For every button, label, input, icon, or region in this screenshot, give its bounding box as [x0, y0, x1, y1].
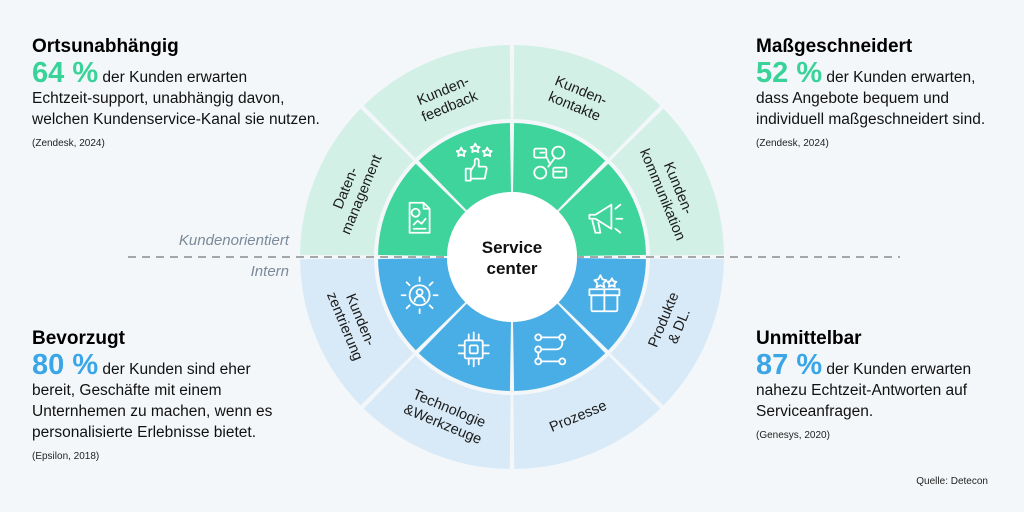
stat-source: (Epsilon, 2018) [32, 451, 100, 462]
stat-text: dass Angebote bequem und individuell maß… [756, 90, 986, 128]
stat-source: (Zendesk, 2024) [756, 138, 829, 149]
outer-segment-kunden-kommunikation [610, 108, 724, 256]
inner-segment-kunden-feedback [418, 123, 511, 211]
stat-title: Maßgeschneidert [756, 36, 913, 57]
chat-bubbles-icon [533, 145, 568, 180]
center-circle [447, 192, 577, 322]
outer-segment-kunden-kontakte [513, 45, 661, 159]
chip-icon [457, 331, 490, 368]
stat-title: Ortsunabhängig [32, 36, 179, 57]
outer-segment-technologie-werkzeuge [363, 355, 511, 469]
inner-segment-daten-management [378, 163, 466, 256]
center-label-line2: center [486, 259, 537, 278]
stat-source: (Zendesk, 2024) [32, 138, 105, 149]
stat-text-lead: der Kunden sind eher [98, 361, 251, 378]
process-flow-icon [534, 333, 567, 366]
stat-title: Bevorzugt [32, 328, 125, 349]
stat-text-lead: der Kunden erwarten [822, 361, 972, 378]
center-label-line1: Service [482, 238, 543, 257]
thumbs-up-stars-icon [455, 142, 493, 182]
inner-segment-prozesse [513, 303, 606, 391]
inner-segment-produkte-dl [558, 258, 646, 351]
stat-text: bereit, Geschäfte mit einem Unternhemen … [32, 382, 273, 441]
megaphone-icon [588, 203, 624, 234]
person-target-icon [400, 276, 439, 315]
source-note: Quelle: Detecon [916, 476, 988, 487]
data-report-icon [408, 201, 431, 234]
stat-text-lead: der Kunden erwarten, [822, 69, 976, 86]
stat-massgeschneidert: Maßgeschneidert 52 % der Kunden erwarten… [756, 36, 1006, 149]
inner-segment-kunden-zentrierung [378, 258, 466, 351]
stat-percent: 87 % [756, 349, 823, 381]
outer-segment-daten-management [300, 108, 414, 256]
outer-segment-produkte-dl [610, 258, 724, 406]
stat-text-lead: der Kunden erwarten [98, 69, 248, 86]
zone-label-internal: Intern [251, 263, 289, 280]
stat-text: Echtzeit-support, unabhängig davon, welc… [32, 90, 320, 128]
stat-percent: 52 % [756, 57, 823, 89]
outer-segment-kunden-zentrierung [300, 258, 414, 406]
inner-segment-kunden-kontakte [513, 123, 606, 211]
outer-segment-prozesse [513, 355, 661, 469]
stat-text: nahezu Echtzeit-Antworten auf Serviceanf… [756, 382, 968, 420]
zone-label-customer: Kundenorientiert [179, 232, 290, 249]
outer-segment-kunden-feedback [363, 45, 511, 159]
gift-box-icon [588, 274, 621, 313]
stat-bevorzugt: Bevorzugt 80 % der Kunden sind eher berei… [32, 328, 302, 462]
stat-title: Unmittelbar [756, 328, 862, 349]
stat-source: (Genesys, 2020) [756, 430, 830, 441]
stat-percent: 80 % [32, 349, 99, 381]
stat-percent: 64 % [32, 57, 99, 89]
stat-unmittelbar: Unmittelbar 87 % der Kunden erwarten nahe… [756, 328, 1006, 441]
